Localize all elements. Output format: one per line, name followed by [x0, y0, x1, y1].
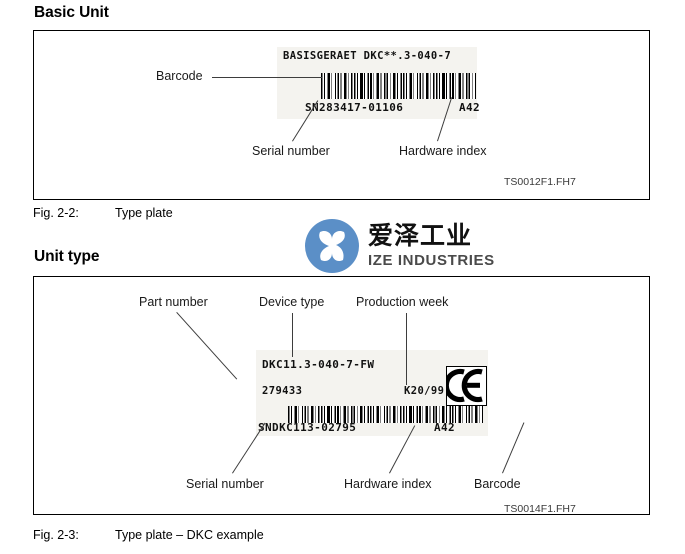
section-heading-basic-unit: Basic Unit	[34, 4, 109, 21]
figure-caption-2-2: Fig. 2-2: Type plate	[33, 206, 173, 220]
logo-text: 爱泽工业 IZE INDUSTRIES	[368, 222, 495, 269]
plate-production-week: K20/99	[404, 385, 445, 397]
leader-line-barcode	[212, 77, 322, 78]
callout-label-production-week: Production week	[356, 295, 449, 309]
leader-line-production-week	[406, 313, 407, 385]
callout-label-device-type: Device type	[259, 295, 325, 309]
callout-label-serial-number: Serial number	[186, 477, 264, 491]
plate-barcode	[321, 73, 476, 99]
callout-label-part-number: Part number	[139, 295, 208, 309]
figure-caption-id-2-3: Fig. 2-3:	[33, 528, 79, 542]
logo-name-cn: 爱泽工业	[368, 222, 473, 250]
figure-caption-text-2-2: Type plate	[115, 206, 173, 220]
callout-label-serial-number: Serial number	[252, 144, 330, 158]
logo-name-en: IZE INDUSTRIES	[368, 252, 495, 269]
plate-hardware-index: A42	[434, 421, 456, 434]
leader-line-device-type	[292, 313, 293, 357]
logo-mark-icon	[305, 219, 359, 273]
plate-barcode	[288, 406, 483, 423]
callout-label-barcode: Barcode	[474, 477, 521, 491]
callout-label-hardware-index: Hardware index	[344, 477, 432, 491]
figure-caption-2-3: Fig. 2-3: Type plate – DKC example	[33, 528, 264, 542]
section-heading-unit-type: Unit type	[34, 248, 100, 265]
drawing-number-unit-type: TS0014F1.FH7	[504, 503, 576, 515]
ce-mark-icon	[446, 366, 487, 406]
plate-serial-number: SNDKC113-02795	[258, 421, 357, 434]
figure-frame-unit-type: DKC11.3-040-7-FW 279433 K20/99 SNDKC113-…	[33, 276, 650, 515]
callout-label-barcode: Barcode	[156, 69, 203, 83]
type-plate-basic-unit: BASISGERAET DKC**.3-040-7 SN283417-01106…	[277, 47, 481, 119]
type-plate-unit-type: DKC11.3-040-7-FW 279433 K20/99 SNDKC113-…	[256, 350, 488, 436]
figure-caption-text-2-3: Type plate – DKC example	[115, 528, 264, 542]
drawing-number-basic-unit: TS0012F1.FH7	[504, 176, 576, 188]
figure-caption-id-2-2: Fig. 2-2:	[33, 206, 79, 220]
figure-frame-basic-unit: BASISGERAET DKC**.3-040-7 SN283417-01106…	[33, 30, 650, 200]
watermark-logo: 爱泽工业 IZE INDUSTRIES	[305, 217, 515, 275]
plate-hardware-index: A42	[459, 101, 481, 114]
plate-device-type: DKC11.3-040-7-FW	[262, 358, 375, 371]
callout-label-hardware-index: Hardware index	[399, 144, 487, 158]
plate-part-number: 279433	[262, 385, 303, 397]
leader-line-barcode	[502, 422, 525, 474]
plate-device-type: BASISGERAET DKC**.3-040-7	[283, 50, 452, 62]
plate-serial-number: SN283417-01106	[305, 101, 404, 114]
leader-line-serial-number	[232, 422, 266, 474]
leader-line-part-number	[176, 312, 238, 380]
